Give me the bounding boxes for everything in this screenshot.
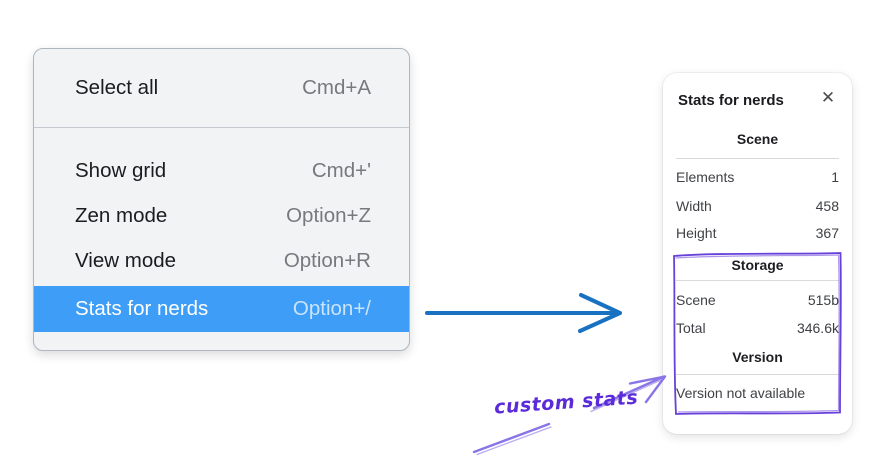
menu-item-select-all[interactable]: Select all Cmd+A [34,64,409,112]
stat-label: Scene [676,292,716,308]
stats-panel: Stats for nerds ✕ Scene Elements 1 Width… [663,73,852,434]
stat-value: 458 [815,198,839,214]
stat-label: Width [676,198,712,214]
menu-item-label: View mode [75,249,177,272]
stat-row-scene-storage: Scene 515b [676,291,839,309]
menu-item-show-grid[interactable]: Show grid Cmd+' [34,149,409,193]
context-menu: Select all Cmd+A Show grid Cmd+' Zen mod… [33,48,410,351]
menu-item-shortcut: Option+R [283,249,371,272]
stat-value: 346.6k [796,320,839,336]
menu-item-stats-for-nerds[interactable]: Stats for nerds Option+/ [34,286,409,332]
version-note: Version not available [676,385,806,401]
stats-panel-title: Stats for nerds [678,92,784,109]
stat-value: 515b [807,292,839,308]
annotation-label: custom stats [493,386,639,419]
stat-value: 367 [815,225,839,241]
blue-arrow [425,293,622,333]
menu-separator [34,127,409,128]
section-divider [676,280,839,281]
section-heading-scene: Scene [736,131,779,147]
stat-value: 1 [831,169,839,185]
menu-item-shortcut: Option+Z [286,204,371,227]
section-heading-version: Version [732,349,783,365]
close-icon[interactable]: ✕ [820,88,836,107]
menu-item-label: Show grid [75,159,167,182]
section-divider [676,158,839,159]
stat-row-width: Width 458 [676,197,839,215]
menu-item-label: Select all [75,76,159,99]
stat-row-total-storage: Total 346.6k [676,319,839,337]
stat-label: Total [676,320,706,336]
stat-row-elements: Elements 1 [676,168,839,186]
section-divider [676,374,839,375]
menu-item-shortcut: Cmd+' [311,159,371,182]
menu-item-zen-mode[interactable]: Zen mode Option+Z [34,194,409,238]
menu-item-label: Zen mode [75,204,168,227]
stat-row-height: Height 367 [676,224,839,242]
menu-item-view-mode[interactable]: View mode Option+R [34,239,409,283]
section-heading-storage: Storage [731,257,784,273]
menu-item-shortcut: Cmd+A [302,76,371,99]
stat-label: Elements [676,169,735,185]
menu-item-shortcut: Option+/ [292,297,371,320]
stat-label: Height [676,225,717,241]
menu-item-label: Stats for nerds [75,297,209,320]
